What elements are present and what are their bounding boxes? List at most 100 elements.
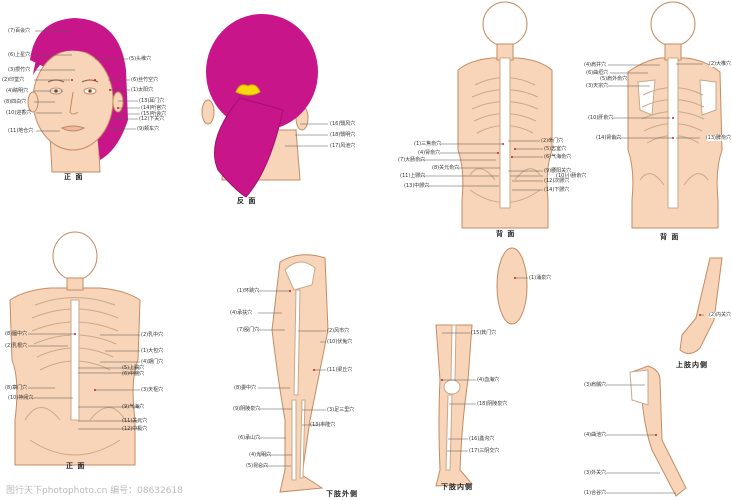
label-leg-outer: (1)环跳穴 bbox=[237, 288, 260, 294]
label-front: (6)中脘穴 bbox=[122, 371, 145, 377]
head-back-figure bbox=[201, 14, 318, 198]
acupoints bbox=[71, 79, 701, 436]
label-leg-outer: (2)风市穴 bbox=[327, 328, 350, 334]
label-face: (9)颊车穴 bbox=[137, 126, 160, 132]
label-face: (8)四白穴 bbox=[4, 99, 27, 105]
label-front: (4)期门穴 bbox=[141, 359, 164, 365]
label-leg-outer: (8)委中穴 bbox=[234, 385, 257, 391]
label-arm-outer: (1)合谷穴 bbox=[584, 490, 607, 496]
label-back-upper: (3)天宗穴 bbox=[586, 83, 609, 89]
label-back-upper: (14)肾俞穴 bbox=[596, 135, 622, 141]
label-head-back: (18)翳明穴 bbox=[330, 132, 356, 138]
label-leg-inner: (4)血海穴 bbox=[477, 377, 500, 383]
label-face: (3)攒竹穴 bbox=[8, 67, 31, 73]
leg-inner-figure bbox=[435, 324, 474, 487]
label-foot: (1)涌泉穴 bbox=[529, 275, 552, 281]
label-leg-outer: (4)光明穴 bbox=[249, 452, 272, 458]
label-back: (12)次髎穴 bbox=[544, 178, 570, 184]
leader-lines bbox=[28, 30, 704, 494]
label-front: (12)中极穴 bbox=[122, 426, 148, 432]
label-face: (7)百会穴 bbox=[8, 28, 31, 34]
label-front: (1)大包穴 bbox=[141, 348, 164, 354]
leg-outer-title: 下肢外侧 bbox=[326, 490, 358, 498]
label-front: (9)气海穴 bbox=[122, 404, 145, 410]
label-leg-inner: (15)箕门穴 bbox=[471, 330, 497, 336]
label-front: (8)膻中穴 bbox=[5, 331, 28, 337]
label-leg-outer: (4)承扶穴 bbox=[230, 310, 253, 316]
front-torso-title: 正 面 bbox=[66, 462, 86, 470]
label-back-upper: (13)脾俞穴 bbox=[705, 135, 731, 141]
arm-outer-figure bbox=[629, 365, 687, 497]
label-back: (7)大肠俞穴 bbox=[398, 157, 426, 163]
label-back: (11)上髎穴 bbox=[400, 173, 426, 179]
label-leg-outer: (3)足三里穴 bbox=[327, 407, 355, 413]
label-leg-inner: (17)三阴交穴 bbox=[469, 448, 500, 454]
label-leg-inner: (18)阴陵泉穴 bbox=[477, 401, 508, 407]
label-front: (2)乳根穴 bbox=[5, 343, 28, 349]
back-title-2: 背 面 bbox=[660, 233, 680, 241]
label-back: (10)小肠俞穴 bbox=[556, 173, 587, 179]
label-front: (2)乳中穴 bbox=[141, 332, 164, 338]
label-leg-outer: (13)丰隆穴 bbox=[310, 422, 336, 428]
label-back-upper: (6)曲垣穴 bbox=[586, 70, 609, 76]
label-back-upper: (4)肩井穴 bbox=[584, 62, 607, 68]
label-face: (5)头维穴 bbox=[129, 56, 152, 62]
label-front: (11)关元穴 bbox=[122, 418, 148, 424]
label-back-upper: (10)肝俞穴 bbox=[588, 115, 614, 121]
label-back: (9)腰阳关穴 bbox=[544, 168, 572, 174]
label-face: (2)印堂穴 bbox=[2, 77, 25, 83]
label-leg-outer: (10)伏兔穴 bbox=[327, 339, 353, 345]
label-front: (10)神阙穴 bbox=[8, 395, 34, 401]
back-figure-2 bbox=[627, 1, 723, 229]
back-figure-1 bbox=[457, 1, 553, 229]
label-back-upper: (2)大椎穴 bbox=[708, 61, 731, 67]
label-arm-outer: (3)肩髃穴 bbox=[584, 382, 607, 388]
label-face: (14)听宫穴 bbox=[141, 105, 167, 111]
arm-inner-title: 上肢内侧 bbox=[676, 361, 708, 369]
label-head-back: (16)翳风穴 bbox=[330, 121, 356, 127]
label-face: (1)太阳穴 bbox=[131, 87, 154, 93]
label-back-upper: (5)肩外俞穴 bbox=[600, 76, 628, 82]
label-leg-outer: (11)梁丘穴 bbox=[327, 367, 353, 373]
label-face: (15)听会穴 bbox=[141, 111, 167, 117]
arm-inner-figure bbox=[679, 257, 723, 354]
label-face: (4)睛明穴 bbox=[6, 88, 29, 94]
face-front-figure bbox=[27, 18, 128, 173]
foot-sole-figure bbox=[496, 247, 528, 325]
label-back: (2)命门穴 bbox=[541, 138, 564, 144]
label-back: (4)肾俞穴 bbox=[418, 150, 441, 156]
head-back-title: 反 面 bbox=[237, 197, 257, 205]
label-face: (6)上星穴 bbox=[8, 52, 31, 58]
label-front: (5)上脘穴 bbox=[122, 365, 145, 371]
label-back: (14)下髎穴 bbox=[544, 187, 570, 193]
label-back: (5)志室穴 bbox=[544, 146, 567, 152]
label-leg-outer: (7)殷门穴 bbox=[237, 327, 260, 333]
label-front: (8)章门穴 bbox=[5, 385, 28, 391]
label-back: (6)气海俞穴 bbox=[544, 154, 572, 160]
label-back: (8)关元俞穴 bbox=[432, 165, 460, 171]
label-back: (13)中髎穴 bbox=[404, 183, 430, 189]
label-face: (13)耳门穴 bbox=[139, 98, 165, 104]
label-face: (11)地仓穴 bbox=[8, 128, 34, 134]
label-arm-outer: (3)外关穴 bbox=[584, 470, 607, 476]
label-arm-outer: (4)曲池穴 bbox=[584, 432, 607, 438]
label-face: (6)丝竹空穴 bbox=[131, 77, 159, 83]
label-front: (3)天枢穴 bbox=[141, 387, 164, 393]
face-title: 正 面 bbox=[64, 173, 84, 181]
label-face: (12)下关穴 bbox=[139, 116, 165, 122]
label-face: (10)迎香穴 bbox=[6, 110, 32, 116]
front-torso-figure bbox=[9, 231, 141, 466]
watermark: 图行天下photophoto.cn 编号：08632618 bbox=[6, 486, 183, 496]
leg-outer-figure bbox=[271, 254, 329, 493]
label-back: (1)三焦俞穴 bbox=[414, 141, 442, 147]
label-leg-outer: (6)承山穴 bbox=[238, 435, 261, 441]
label-arm-inner: (2)内关穴 bbox=[708, 312, 731, 318]
label-leg-outer: (5)昆仑穴 bbox=[246, 463, 269, 469]
label-leg-inner: (16)蠡沟穴 bbox=[469, 436, 495, 442]
back-title-1: 背 面 bbox=[496, 230, 516, 238]
label-leg-outer: (9)阴陵泉穴 bbox=[233, 406, 261, 412]
label-head-back: (17)风池穴 bbox=[330, 143, 356, 149]
leg-inner-title: 下肢内侧 bbox=[441, 483, 473, 491]
